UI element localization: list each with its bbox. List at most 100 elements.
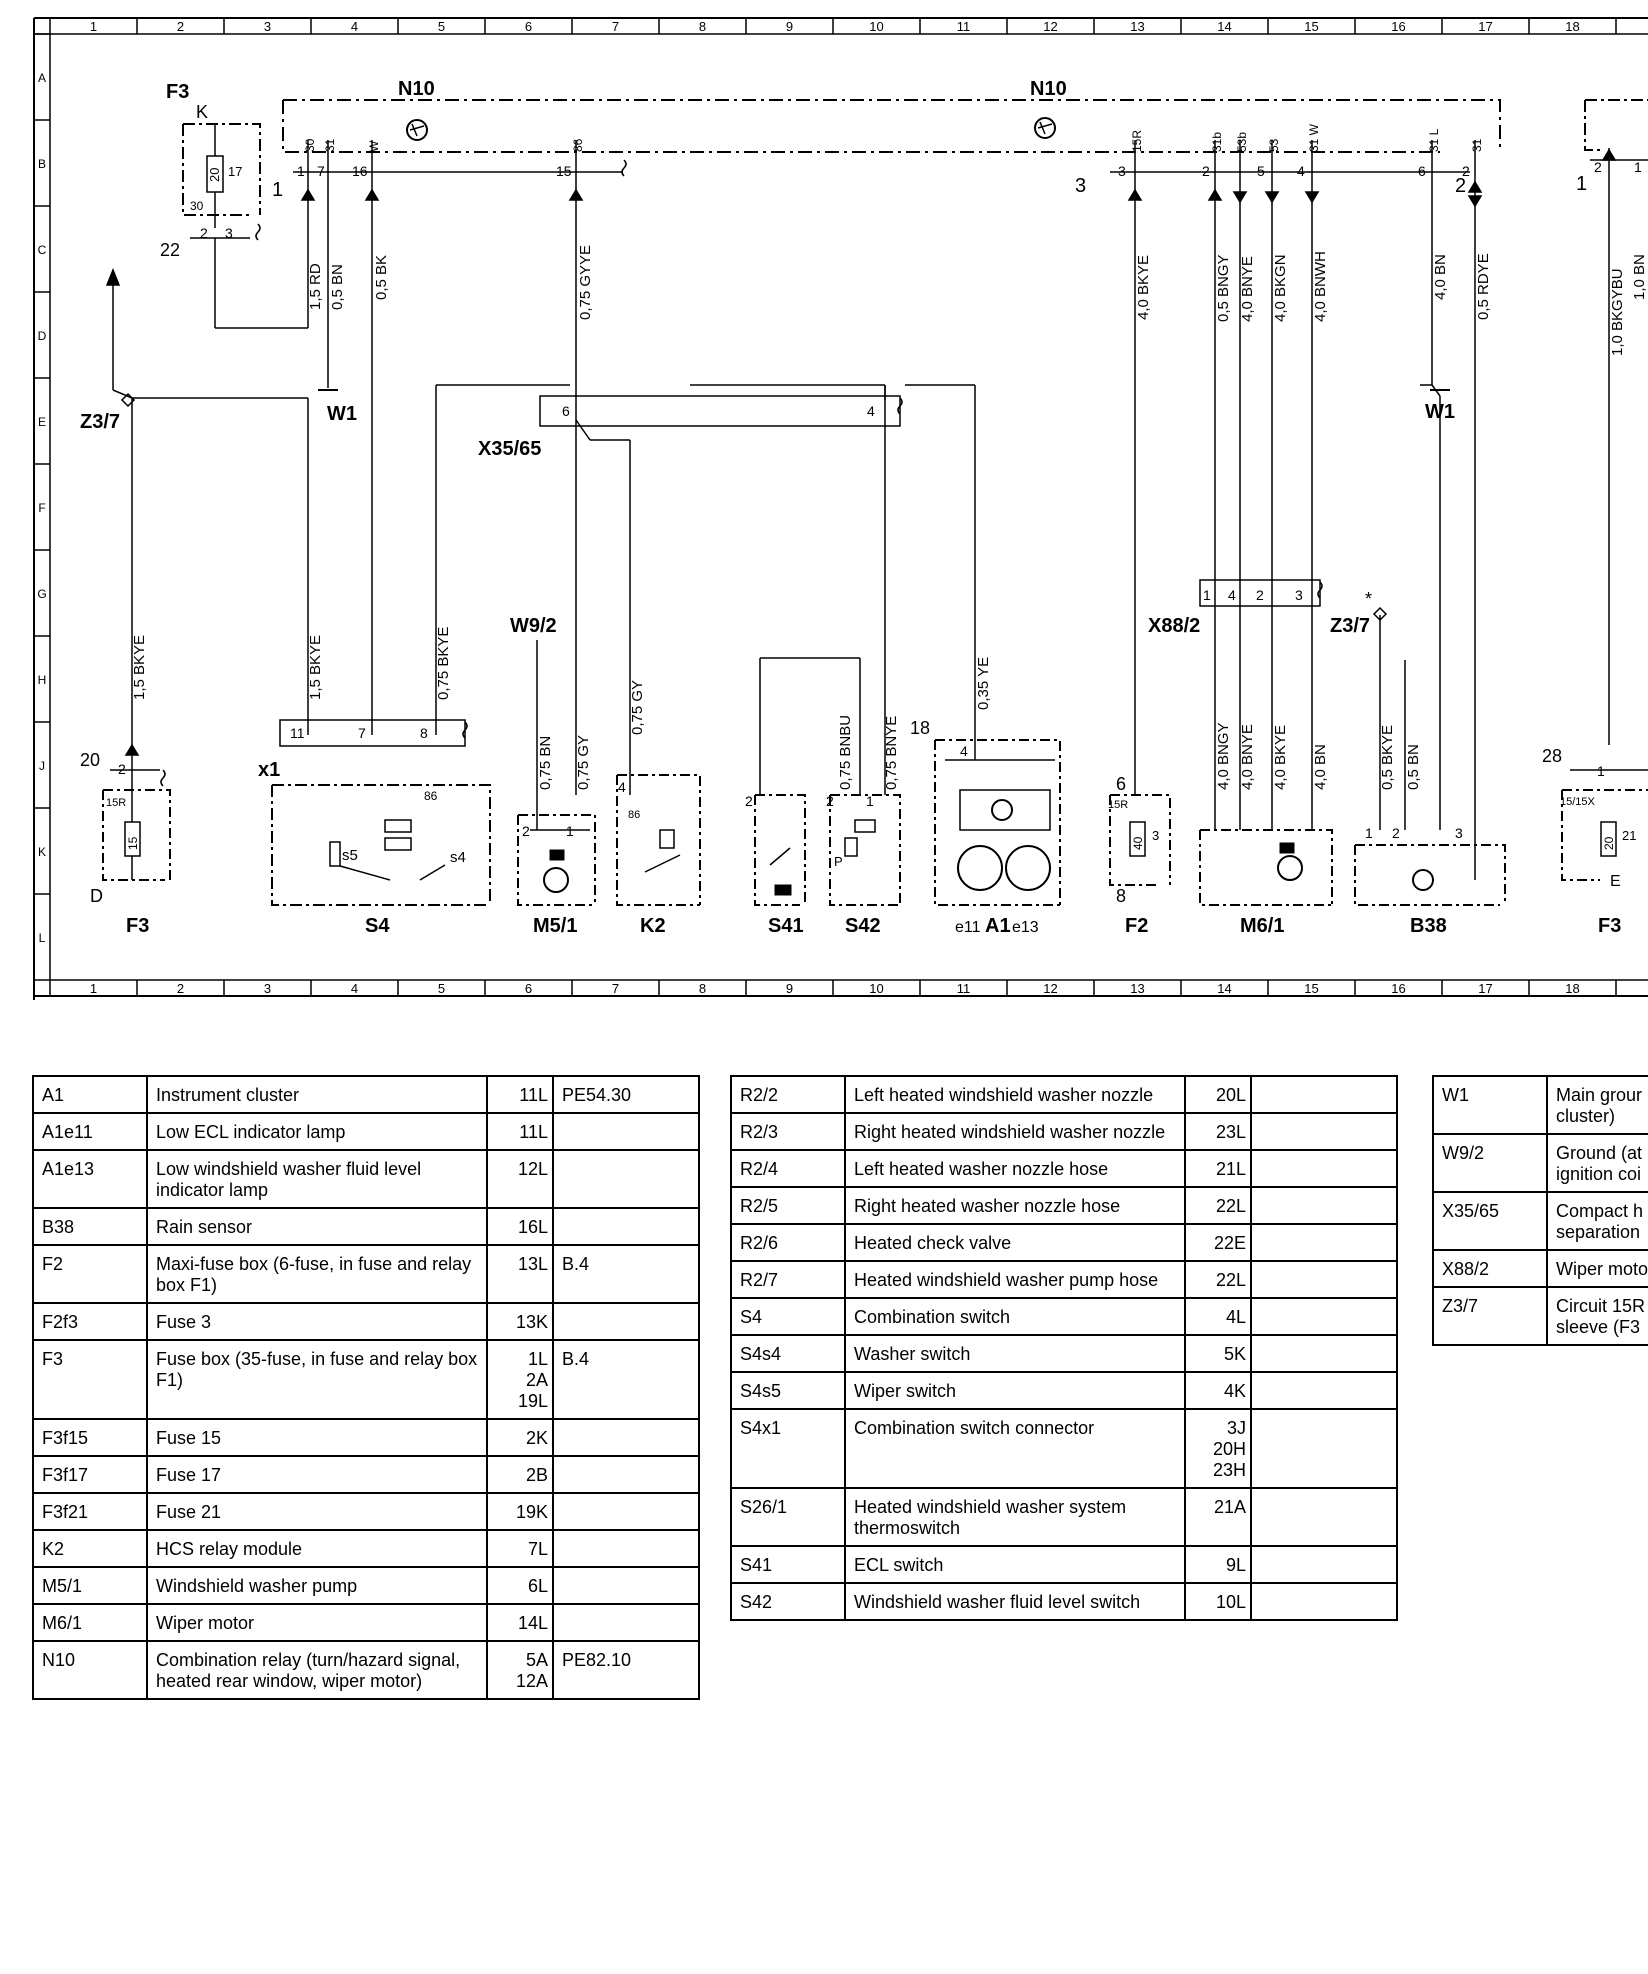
connector-number: 1 <box>1576 173 1587 195</box>
pin-label: 1 <box>297 163 305 179</box>
pin-label: 1 <box>1634 159 1642 175</box>
wire-label: 0,75 GY <box>629 680 646 735</box>
legend-loc: 7L <box>486 1529 554 1568</box>
pin-label: 2 <box>522 823 530 839</box>
f2-15r: 15R <box>1108 799 1128 811</box>
k2-86: 86 <box>628 809 640 821</box>
pin-label: 31 <box>1470 138 1484 152</box>
pin-label: 2 <box>1256 587 1264 603</box>
legend-ref <box>1250 1260 1398 1299</box>
column-label-top: 4 <box>351 19 358 34</box>
legend-desc: Fuse 21 <box>146 1492 488 1531</box>
row-label: K <box>38 845 46 859</box>
legend-loc: 6L <box>486 1566 554 1605</box>
legend-loc: 22E <box>1184 1223 1252 1262</box>
column-label-top: 8 <box>699 19 706 34</box>
f2-8: 8 <box>1116 886 1126 906</box>
f3-br-28: 28 <box>1542 746 1562 766</box>
legend-desc: Low ECL indicator lamp <box>146 1112 488 1151</box>
column-label-top: 10 <box>869 19 883 34</box>
pin-label: 1 <box>866 793 874 809</box>
legend-ref <box>552 1418 700 1457</box>
legend-code: F3 <box>32 1339 148 1420</box>
legend-loc: 2K <box>486 1418 554 1457</box>
legend-code: S26/1 <box>730 1487 846 1547</box>
pin-label: 30 <box>303 138 317 152</box>
s4-s5: s5 <box>342 847 358 864</box>
n10-relay <box>282 99 1501 177</box>
f3-top-30: 30 <box>190 199 204 213</box>
legend-ref <box>1250 1408 1398 1489</box>
legend-loc: 9L <box>1184 1545 1252 1584</box>
wire-label: 0,35 YE <box>975 657 992 710</box>
legend-code: F3f21 <box>32 1492 148 1531</box>
wire-label: 0,75 GY <box>575 735 592 790</box>
legend-ref <box>1250 1582 1398 1621</box>
pin-label: 2 <box>1462 163 1470 179</box>
f3-top-fuse-number: 20 <box>207 168 222 182</box>
x35-65-label: X35/65 <box>478 438 541 460</box>
row-label: C <box>38 243 47 257</box>
legend-desc: Combination switch <box>844 1297 1186 1336</box>
pin-label: 2 <box>118 761 126 777</box>
row-label: H <box>38 673 47 687</box>
legend-code: Z3/7 <box>1432 1286 1548 1346</box>
w9-2-label: W9/2 <box>510 615 557 637</box>
legend-loc: 5A 12A <box>486 1640 554 1700</box>
legend-desc: HCS relay module <box>146 1529 488 1568</box>
legend-desc: Left heated washer nozzle hose <box>844 1149 1186 1188</box>
s41-label: S41 <box>768 915 804 937</box>
pin-label: 86 <box>424 789 438 803</box>
column-label-top: 9 <box>786 19 793 34</box>
column-label-bottom: 14 <box>1217 981 1231 996</box>
wire-label: 0,75 BKYE <box>435 627 452 700</box>
legend-loc: 23L <box>1184 1112 1252 1151</box>
legend-ref <box>552 1112 700 1151</box>
row-label: E <box>38 415 46 429</box>
f3-top-3: 3 <box>225 225 233 241</box>
legend-desc: Heated check valve <box>844 1223 1186 1262</box>
legend-desc: Heated windshield washer system thermosw… <box>844 1487 1186 1547</box>
pin-label: 1 <box>1597 763 1605 779</box>
wire-label: 1,5 RD <box>307 263 324 310</box>
legend-ref <box>552 1149 700 1209</box>
z3-7-left-sleeve <box>120 392 136 408</box>
legend-ref <box>1250 1545 1398 1584</box>
pin-label: 15R <box>1130 130 1144 152</box>
legend-desc: Washer switch <box>844 1334 1186 1373</box>
column-label-bottom: 7 <box>612 981 619 996</box>
pin-label: 3 <box>1118 163 1126 179</box>
legend-code: W1 <box>1432 1075 1548 1135</box>
column-label-bottom: 5 <box>438 981 445 996</box>
legend-desc: Right heated windshield washer nozzle <box>844 1112 1186 1151</box>
legend-loc: 21A <box>1184 1487 1252 1547</box>
w1-right-label: W1 <box>1425 401 1455 423</box>
pin-label: 6 <box>1418 163 1426 179</box>
legend-ref <box>552 1207 700 1246</box>
wire-label: 4,0 BNYE <box>1239 724 1256 790</box>
pin-label: 11 <box>290 725 305 741</box>
legend-code: R2/4 <box>730 1149 846 1188</box>
n10-left-label: N10 <box>398 78 435 100</box>
pin-label: 31 W <box>1307 123 1321 152</box>
legend-code: M5/1 <box>32 1566 148 1605</box>
row-label: L <box>39 931 46 945</box>
pin-label: 1 <box>1365 825 1373 841</box>
wire-label: 4,0 BNGY <box>1215 722 1232 790</box>
legend-desc: Ground (at ignition coi <box>1546 1133 1648 1193</box>
f3-bottom-right-label: F3 <box>1598 915 1621 937</box>
